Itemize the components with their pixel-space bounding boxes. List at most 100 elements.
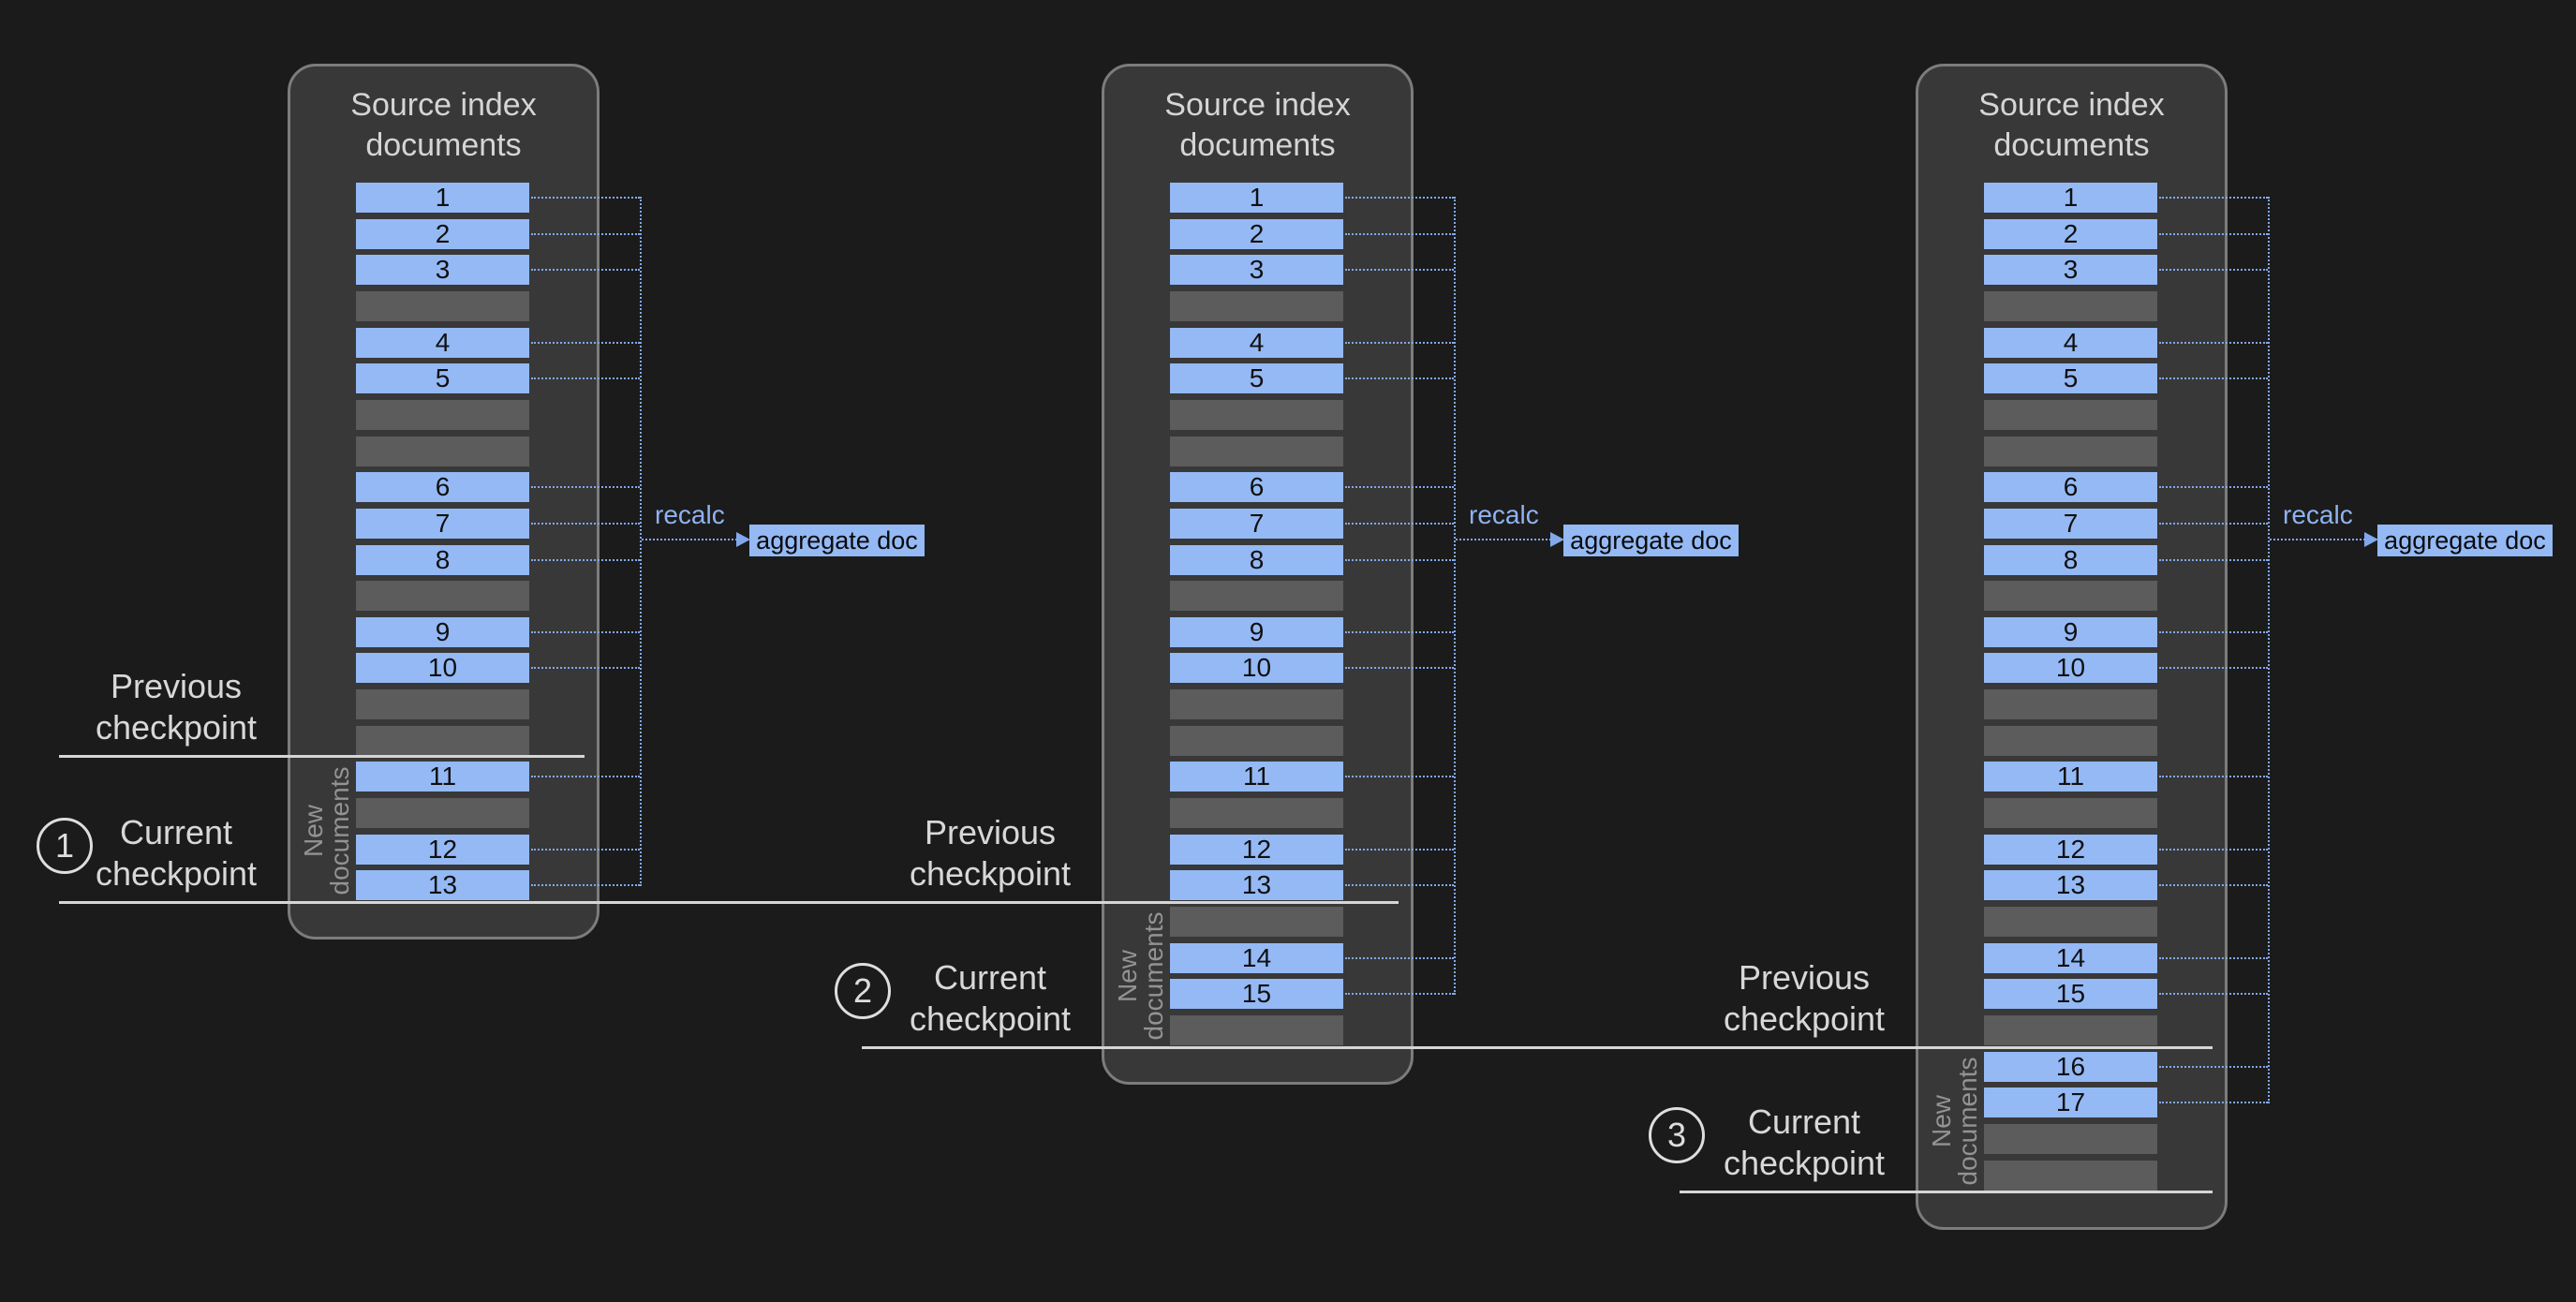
checkpoint-line (59, 755, 585, 758)
recalc-arrow-head-icon (1550, 532, 1564, 547)
connector-stub-line (2159, 197, 2268, 199)
connector-stub-line (1345, 523, 1454, 525)
document-bar: 1 (1984, 183, 2157, 213)
empty-slot-bar (1170, 726, 1343, 756)
document-bar: 11 (1984, 762, 2157, 792)
step-number-badge: 1 (37, 818, 93, 874)
document-bar: 6 (356, 472, 529, 502)
connector-stub-line (2159, 884, 2268, 886)
document-bar: 10 (356, 653, 529, 683)
connector-stub-line (531, 486, 640, 488)
document-bar: 12 (1984, 835, 2157, 865)
empty-slot-bar (1170, 907, 1343, 937)
connector-stub-line (1345, 269, 1454, 271)
connector-stub-line (531, 269, 640, 271)
new-documents-label-line: documents (1139, 911, 1168, 1041)
document-bar: 2 (1170, 219, 1343, 249)
aggregate-doc-box: aggregate doc (2377, 525, 2553, 556)
empty-slot-bar (356, 400, 529, 430)
recalc-label: recalc (2283, 500, 2353, 529)
document-bar: 9 (1170, 617, 1343, 647)
checkpoint-line (59, 901, 1399, 904)
connector-stub-line (1345, 559, 1454, 561)
empty-slot-bar (1984, 1124, 2157, 1154)
connector-trunk-line (1454, 197, 1456, 995)
document-bar: 3 (356, 255, 529, 285)
document-bar: 17 (1984, 1087, 2157, 1117)
connector-stub-line (531, 849, 640, 851)
empty-slot-bar (1984, 907, 2157, 937)
connector-stub-line (531, 233, 640, 235)
panel-title-line: Source index (1164, 87, 1351, 123)
checkpoint-label-line: checkpoint (95, 854, 258, 893)
panel-title-line: documents (1993, 127, 2150, 163)
empty-slot-bar (1984, 689, 2157, 719)
connector-stub-line (531, 197, 640, 199)
empty-slot-bar (356, 581, 529, 611)
recalc-arrow-line (1456, 539, 1551, 540)
connector-stub-line (2159, 993, 2268, 995)
document-bar: 11 (356, 762, 529, 792)
empty-slot-bar (1170, 400, 1343, 430)
connector-stub-line (1345, 233, 1454, 235)
recalc-arrow-head-icon (736, 532, 750, 547)
document-bar: 5 (1170, 363, 1343, 393)
connector-stub-line (531, 884, 640, 886)
connector-stub-line (1345, 993, 1454, 995)
empty-slot-bar (1170, 436, 1343, 466)
connector-stub-line (1345, 957, 1454, 959)
recalc-arrow-head-icon (2364, 532, 2378, 547)
document-bar: 8 (356, 545, 529, 575)
connector-stub-line (2159, 233, 2268, 235)
document-bar: 3 (1984, 255, 2157, 285)
document-bar: 3 (1170, 255, 1343, 285)
connector-stub-line (531, 776, 640, 777)
connector-stub-line (531, 559, 640, 561)
connector-stub-line (1345, 849, 1454, 851)
connector-stub-line (2159, 1066, 2268, 1068)
checkpoint-label-line: checkpoint (1723, 999, 1886, 1038)
step-number-badge: 2 (835, 963, 891, 1019)
connector-stub-line (2159, 269, 2268, 271)
checkpoint-label-line: checkpoint (1723, 1144, 1886, 1182)
connector-stub-line (2159, 957, 2268, 959)
checkpoint-label-line: Current (119, 813, 233, 851)
connector-stub-line (2159, 776, 2268, 777)
document-bar: 6 (1170, 472, 1343, 502)
document-bar: 1 (1170, 183, 1343, 213)
document-bar: 11 (1170, 762, 1343, 792)
document-bar: 16 (1984, 1052, 2157, 1082)
connector-stub-line (2159, 631, 2268, 633)
connector-stub-line (1345, 486, 1454, 488)
document-bar: 13 (1170, 870, 1343, 900)
document-bar: 12 (1170, 835, 1343, 865)
document-bar: 5 (356, 363, 529, 393)
document-bar: 12 (356, 835, 529, 865)
checkpoint-label-line: Current (1747, 1102, 1861, 1141)
recalc-label: recalc (655, 500, 725, 529)
connector-stub-line (2159, 559, 2268, 561)
empty-slot-bar (1170, 798, 1343, 828)
new-documents-label-line: New (1927, 1095, 1956, 1148)
connector-stub-line (2159, 486, 2268, 488)
empty-slot-bar (1984, 291, 2157, 321)
document-bar: 14 (1984, 943, 2157, 973)
empty-slot-bar (1984, 436, 2157, 466)
recalc-arrow-line (2270, 539, 2365, 540)
new-documents-label-line: New (1113, 950, 1142, 1003)
connector-stub-line (2159, 342, 2268, 344)
document-bar: 2 (356, 219, 529, 249)
document-bar: 14 (1170, 943, 1343, 973)
connector-stub-line (2159, 523, 2268, 525)
document-bar: 10 (1170, 653, 1343, 683)
step-number-badge: 3 (1649, 1107, 1705, 1163)
connector-trunk-line (2268, 197, 2270, 1103)
